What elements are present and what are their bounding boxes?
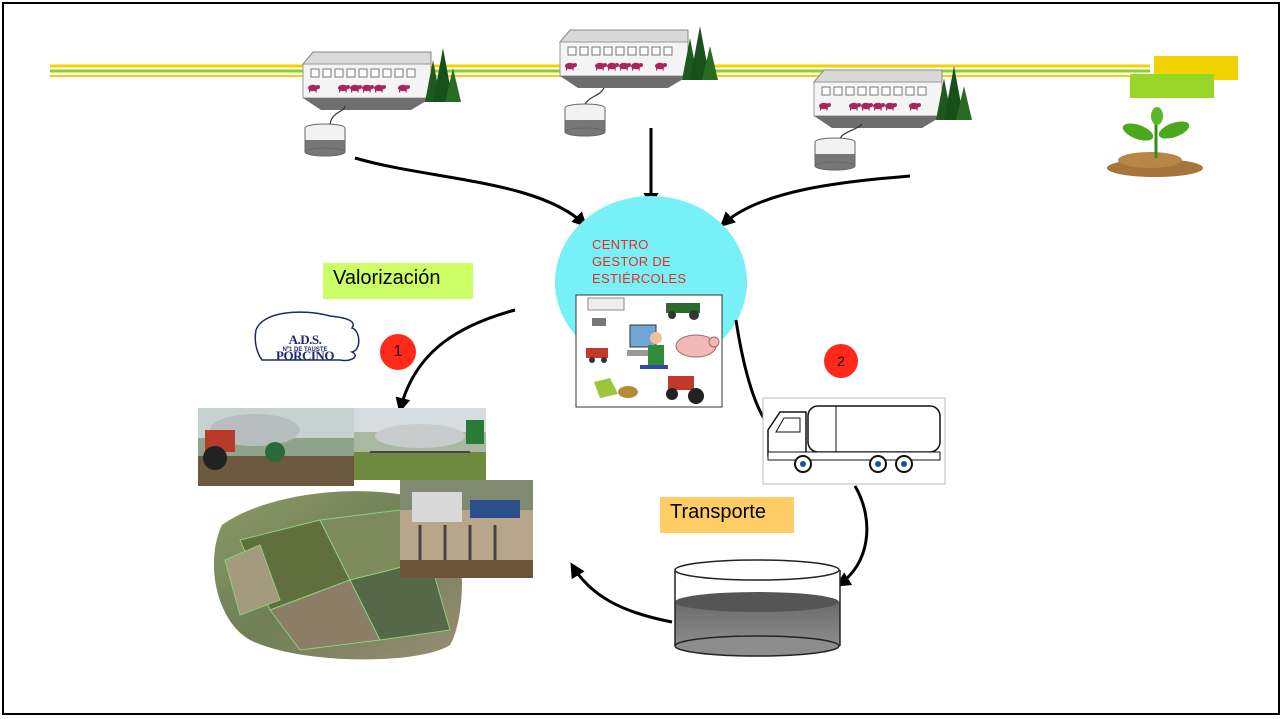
- arrow-truck-to-storage: [835, 485, 869, 587]
- transporte-label: Transporte: [660, 497, 794, 533]
- hub-title-line-2: GESTOR DE: [592, 254, 672, 269]
- hub-title-line-1: CENTRO: [592, 237, 649, 252]
- slurry-tank-left: [304, 123, 346, 157]
- arrow-left-farm-to-hub: [354, 156, 588, 228]
- pig-farm-left: [303, 48, 461, 110]
- injector-photo: [400, 480, 533, 578]
- arrow-hub-to-valorization: [395, 308, 516, 413]
- ads-logo-subtitle: Nº1 DE TAUSTE: [282, 347, 328, 353]
- tractor-photo-left: [198, 408, 354, 486]
- ads-porcino-logo: [254, 311, 360, 362]
- line-hub-to-truck: [734, 319, 767, 421]
- plant-icon: [1107, 107, 1203, 177]
- hub-collage: [575, 294, 723, 408]
- green-block: [1130, 74, 1214, 98]
- storage-tank: [674, 559, 841, 657]
- ads-logo-name: A.D.S. PORCINO: [276, 332, 334, 363]
- valorizacion-label: Valorización: [323, 263, 473, 299]
- step-badge-2: 2: [824, 344, 858, 378]
- arrow-storage-to-field: [570, 562, 673, 624]
- tractor-photo-right: [354, 408, 486, 480]
- step-badge-1: 1: [380, 334, 416, 370]
- pig-farm-center: [560, 26, 718, 88]
- arrow-right-farm-to-hub: [719, 174, 911, 228]
- hub-title-line-3: ESTIÉRCOLES: [592, 271, 687, 286]
- aerial-field-photo: [213, 491, 462, 660]
- tanker-truck: [762, 397, 946, 485]
- slurry-tank-right: [814, 137, 856, 171]
- hub-title: CENTRO GESTOR DE ESTIÉRCOLES: [592, 236, 722, 287]
- slurry-tank-center: [564, 103, 606, 137]
